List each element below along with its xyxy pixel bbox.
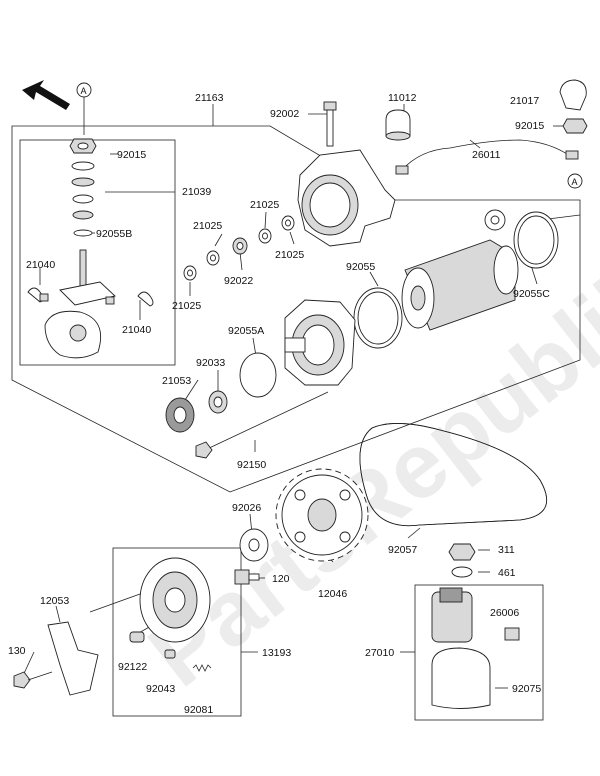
brush-spring-left — [27, 287, 49, 303]
drive-belt-92057 — [359, 423, 548, 527]
label-21025-c: 21025 — [275, 249, 304, 261]
label-92033: 92033 — [196, 357, 225, 369]
label-92055: 92055 — [346, 261, 375, 273]
label-21040-left: 21040 — [26, 259, 55, 271]
gear-icon — [484, 209, 506, 231]
label-12046: 12046 — [318, 588, 347, 600]
roller-92122 — [129, 631, 145, 643]
label-21017: 21017 — [510, 95, 539, 107]
starter-clutch-13193 — [139, 557, 211, 643]
starter-motor-body — [401, 239, 519, 331]
label-21163: 21163 — [195, 92, 224, 104]
washer-21025-c — [281, 215, 295, 231]
label-92150: 92150 — [237, 459, 266, 471]
callout-circle-a-right: A — [567, 173, 583, 189]
nut-92015 — [69, 138, 97, 154]
label-26006: 26006 — [490, 607, 519, 619]
starter-relay-27010 — [431, 587, 473, 643]
label-21053: 21053 — [162, 375, 191, 387]
svg-text:A: A — [572, 177, 578, 187]
starter-assembly-frame — [11, 125, 581, 493]
label-21040-right: 21040 — [122, 324, 151, 336]
washer-92022 — [232, 237, 248, 255]
starter-gear-21053 — [165, 397, 195, 433]
label-92015-right: 92015 — [515, 120, 544, 132]
label-21025-b: 21025 — [250, 199, 279, 211]
label-92022: 92022 — [224, 275, 253, 287]
label-27010: 27010 — [365, 647, 394, 659]
label-92002: 92002 — [270, 108, 299, 120]
label-92055a: 92055A — [228, 325, 264, 337]
o-ring-92055c — [513, 211, 559, 269]
label-26011: 26011 — [472, 149, 501, 161]
stud-bolt — [79, 249, 87, 289]
label-21025-d: 21025 — [172, 300, 201, 312]
clutch-inset-frame — [112, 547, 242, 717]
bolt-120 — [234, 569, 260, 585]
plunger-92043 — [164, 649, 176, 659]
label-92055c: 92055C — [513, 288, 550, 300]
label-21025-a: 21025 — [193, 220, 222, 232]
relay-inset-frame — [414, 584, 544, 721]
collar-92033 — [208, 390, 228, 414]
label-92015-left: 92015 — [117, 149, 146, 161]
o-ring-92055a — [239, 352, 277, 398]
o-ring-92055 — [353, 287, 403, 349]
label-92057: 92057 — [388, 544, 417, 556]
washer-21025-d — [183, 265, 197, 281]
nut-92015-right — [562, 118, 588, 134]
nut-311 — [448, 543, 476, 561]
label-311: 311 — [498, 544, 515, 556]
gear-cover-inset-frame — [19, 139, 176, 366]
label-92081: 92081 — [184, 704, 213, 716]
callout-circle-a-top: A — [76, 82, 92, 135]
label-461: 461 — [498, 567, 516, 579]
gear-12046 — [275, 468, 369, 562]
starter-cable-26011 — [395, 139, 579, 175]
washer-92026 — [239, 528, 269, 562]
label-92122: 92122 — [118, 661, 147, 673]
washer-21025-a — [206, 250, 220, 266]
bracket-12053 — [47, 621, 99, 696]
starter-front-housing — [284, 299, 356, 386]
label-12053: 12053 — [40, 595, 69, 607]
label-120: 120 — [272, 573, 290, 585]
bolt-92150 — [195, 391, 329, 459]
part-number-labels: 21163 92002 11012 21017 92015 26011 9201… — [8, 92, 550, 716]
label-130: 130 — [8, 645, 26, 657]
label-92075: 92075 — [512, 683, 541, 695]
label-13193: 13193 — [262, 647, 291, 659]
terminal-cap-21017 — [559, 79, 587, 111]
washer-stack — [71, 161, 95, 237]
label-92043: 92043 — [146, 683, 175, 695]
brush-plate — [44, 281, 116, 359]
svg-text:A: A — [81, 86, 87, 96]
washer-21025-b — [258, 228, 272, 244]
label-92055b: 92055B — [96, 228, 132, 240]
label-21039: 21039 — [182, 186, 211, 198]
bolt-92002 — [323, 101, 337, 147]
label-11012: 11012 — [388, 92, 417, 104]
front-direction-arrow-icon — [22, 80, 70, 110]
washer-461 — [451, 566, 473, 578]
bolt-130 — [13, 671, 53, 689]
brush-spring-right — [105, 291, 154, 307]
relay-boot-92075 — [431, 647, 491, 709]
fuse-26006 — [504, 627, 520, 641]
spring-92081 — [192, 664, 212, 672]
terminal-cap-11012 — [385, 109, 411, 141]
label-92026: 92026 — [232, 502, 261, 514]
starter-end-cover — [297, 149, 396, 247]
